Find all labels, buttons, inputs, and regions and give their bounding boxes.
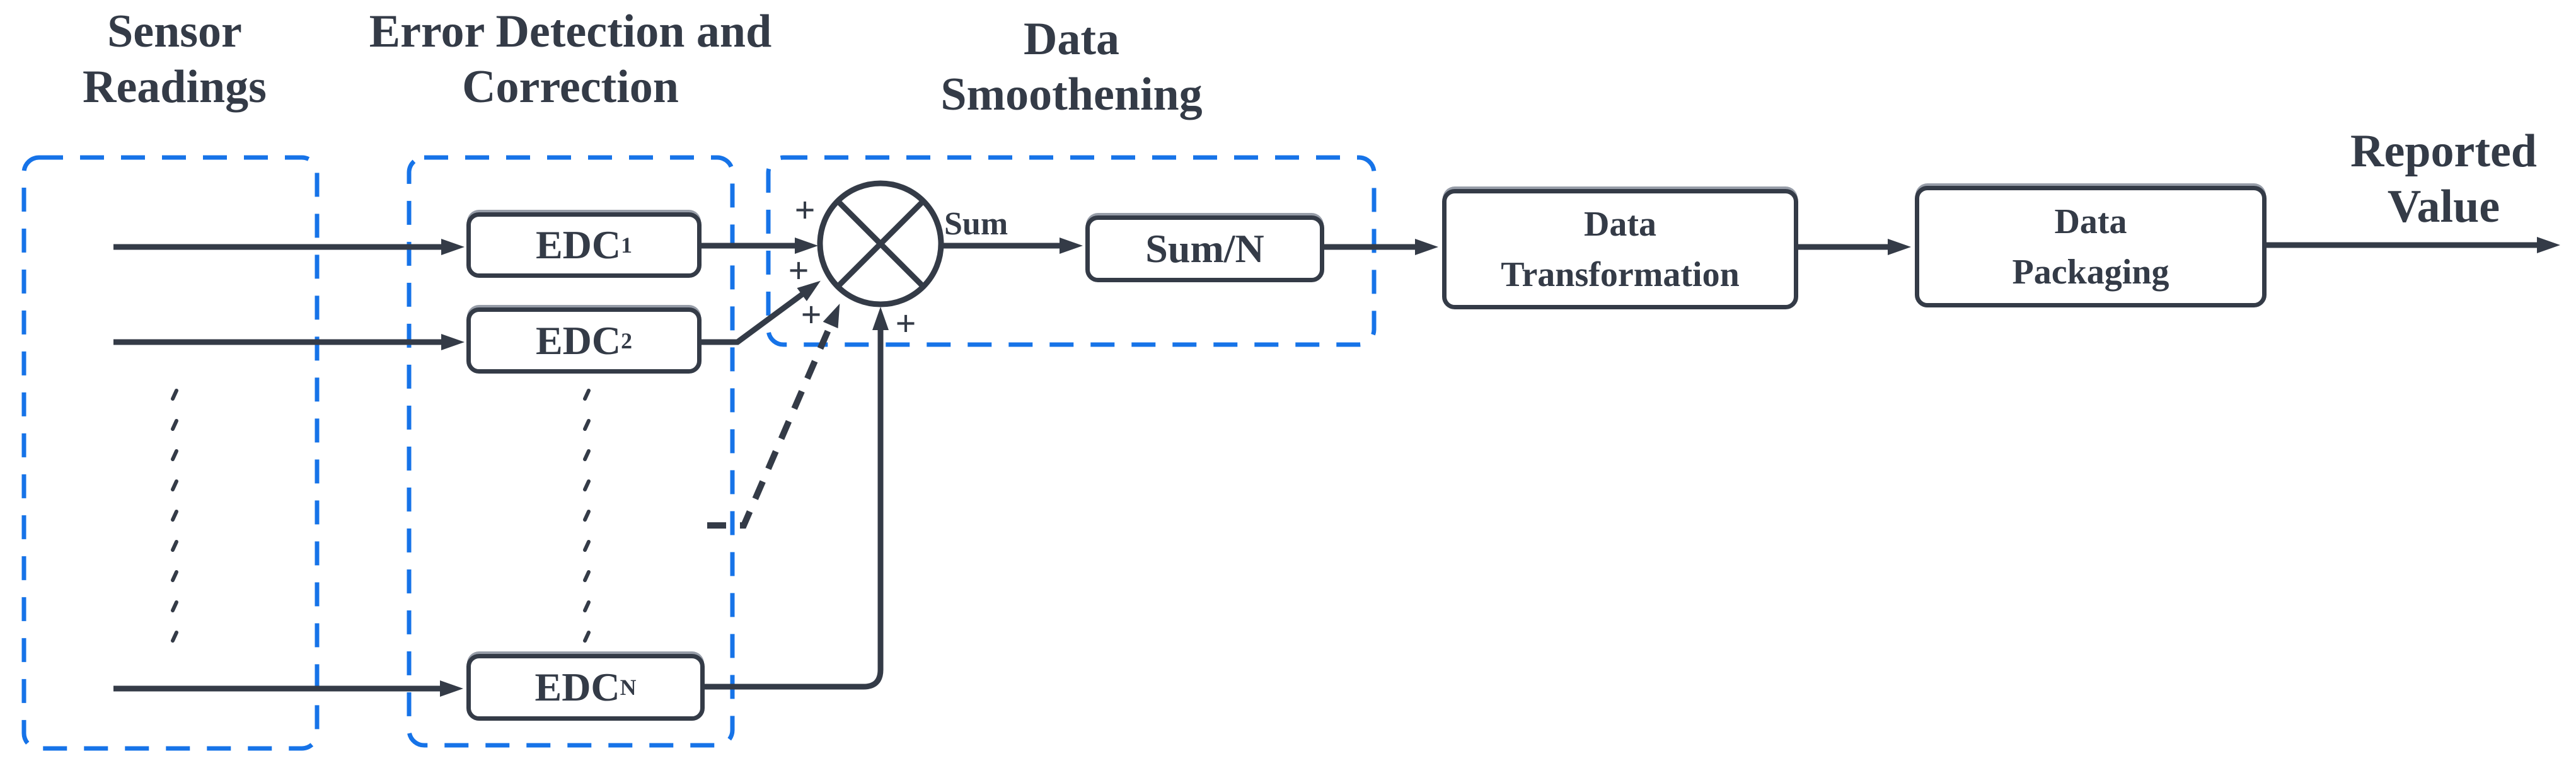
plus-sign-middle: + bbox=[788, 249, 809, 291]
edge-dashed-to-summer bbox=[707, 303, 840, 529]
edc2-label: EDC bbox=[535, 318, 621, 363]
ellipsis-dots-sensor bbox=[171, 389, 178, 643]
error-detection-title-line1: Error Detection and bbox=[369, 6, 772, 57]
edge-edc2-to-summer bbox=[702, 280, 821, 345]
data-transformation-line1: Data bbox=[1583, 204, 1657, 244]
edge-edcn-to-summer bbox=[704, 307, 889, 690]
data-smoothening-title-line1: Data bbox=[1023, 13, 1120, 65]
reported-value-label: Reported Value bbox=[2318, 123, 2570, 234]
data-transformation-line2: Transformation bbox=[1501, 255, 1740, 294]
data-packaging-line1: Data bbox=[2054, 202, 2127, 241]
data-transformation-box: Data Transformation bbox=[1442, 189, 1798, 309]
plus-sign-bottom: + bbox=[895, 302, 916, 344]
data-smoothening-zone bbox=[766, 155, 1377, 347]
sensor-readings-title-line2: Readings bbox=[83, 61, 267, 113]
data-smoothening-title-line2: Smoothening bbox=[940, 69, 1203, 120]
reported-value-line2: Value bbox=[2387, 181, 2500, 232]
reported-value-line1: Reported bbox=[2350, 125, 2537, 177]
sum-over-n-label: Sum/N bbox=[1145, 226, 1264, 271]
sum-edge-label: Sum bbox=[944, 206, 1008, 242]
data-packaging-line2: Packaging bbox=[2012, 252, 2169, 292]
sum-over-n-box: Sum/N bbox=[1085, 215, 1324, 282]
edcn-label: EDC bbox=[534, 665, 620, 709]
ellipsis-dots-edc bbox=[583, 389, 591, 643]
plus-sign-top: + bbox=[794, 189, 816, 231]
sensor-readings-title-line1: Sensor bbox=[107, 6, 242, 57]
error-detection-title-line2: Correction bbox=[462, 61, 679, 113]
edc1-label: EDC bbox=[535, 222, 621, 267]
sensor-readings-title: Sensor Readings bbox=[49, 4, 301, 115]
sensor-readings-zone bbox=[21, 155, 320, 751]
plus-sign-lower: + bbox=[800, 294, 822, 335]
error-detection-title: Error Detection and Correction bbox=[350, 4, 791, 115]
error-detection-zone bbox=[407, 155, 735, 748]
data-packaging-box: Data Packaging bbox=[1915, 186, 2267, 307]
data-smoothening-title: Data Smoothening bbox=[914, 11, 1229, 122]
summation-node bbox=[817, 180, 944, 307]
